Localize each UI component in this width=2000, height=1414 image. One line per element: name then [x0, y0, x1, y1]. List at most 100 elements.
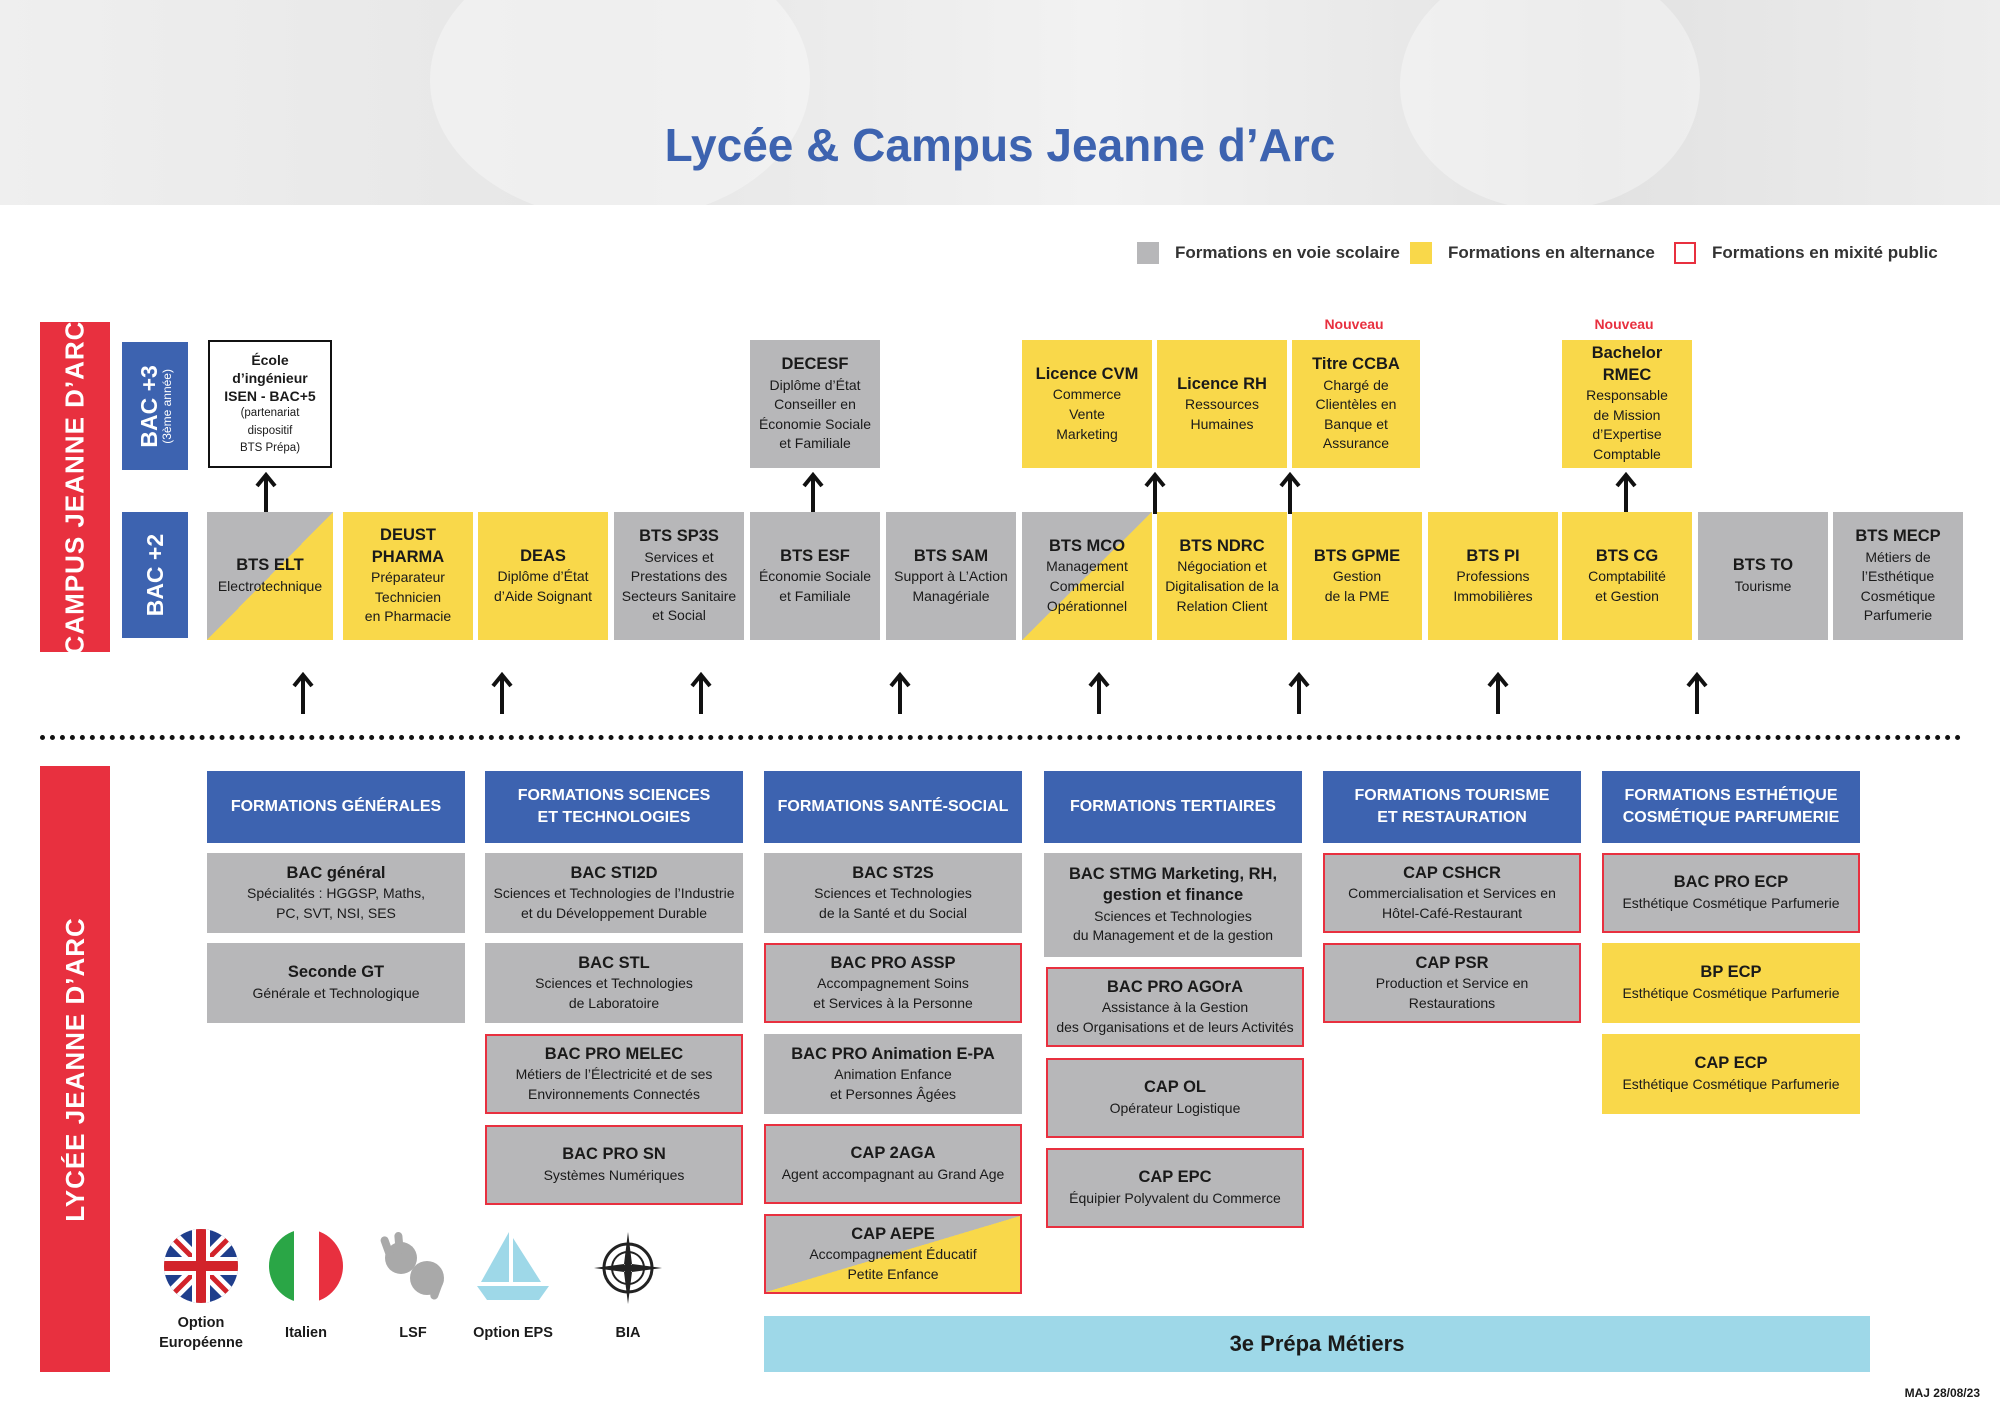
- formation-card-bts-mco[interactable]: BTS MCO Management Commercial Opérationn…: [1022, 512, 1152, 640]
- formation-card-bac-pro-assp[interactable]: BAC PRO ASSP Accompagnement Soins et Ser…: [764, 943, 1022, 1023]
- formation-card-bts-elt[interactable]: BTS ELT Electrotechnique: [207, 512, 333, 640]
- option-italien: Italien: [251, 1228, 361, 1344]
- card-name: Bachelor RMEC: [1591, 344, 1663, 384]
- formation-card-bac-pro-animation[interactable]: BAC PRO Animation E-PA Animation Enfance…: [764, 1034, 1022, 1114]
- formation-card-bac-pro-sn[interactable]: BAC PRO SN Systèmes Numériques: [485, 1125, 743, 1205]
- card-name: BAC STI2D: [570, 863, 658, 882]
- category-header-sante-social: FORMATIONS SANTÉ-SOCIAL: [764, 771, 1022, 843]
- card-desc: Tourisme: [1734, 577, 1792, 594]
- up-arrow-icon: [491, 672, 513, 714]
- level-bac3-label: BAC +3: [135, 364, 162, 448]
- formation-card-cap-ol[interactable]: CAP OL Opérateur Logistique: [1046, 1058, 1304, 1138]
- card-desc: Équipier Polyvalent du Commerce: [1069, 1189, 1281, 1206]
- card-name: Licence RH: [1177, 374, 1267, 393]
- uk-flag-icon: [164, 1229, 238, 1303]
- formation-card-bts-ndrc[interactable]: BTS NDRC Négociation et Digitalisation d…: [1157, 512, 1287, 640]
- up-arrow-icon: [1487, 672, 1509, 714]
- option-label: Option Européenne: [159, 1315, 243, 1351]
- card-name: CAP 2AGA: [850, 1144, 936, 1163]
- formation-card-cap-cshcr[interactable]: CAP CSHCR Commercialisation et Services …: [1323, 853, 1581, 933]
- lycee-label: LYCÉE JEANNE D’ARC: [59, 916, 90, 1222]
- card-name: École d’ingénieur ISEN - BAC+5: [224, 351, 316, 405]
- card-name: BTS CG: [1595, 546, 1659, 565]
- card-desc: Responsable de Mission d’Expertise Compt…: [1586, 387, 1668, 463]
- formation-card-cap-ecp[interactable]: CAP ECP Esthétique Cosmétique Parfumerie: [1602, 1034, 1860, 1114]
- formation-card-bac-st2s[interactable]: BAC ST2S Sciences et Technologies de la …: [764, 853, 1022, 933]
- card-desc: Sciences et Technologies de la Santé et …: [814, 885, 972, 921]
- up-arrow-icon: [802, 472, 824, 514]
- category-header-esthetique: FORMATIONS ESTHÉTIQUE COSMÉTIQUE PARFUME…: [1602, 771, 1860, 843]
- prepa-metiers-banner[interactable]: 3e Prépa Métiers: [764, 1316, 1870, 1372]
- option-bia: BIA: [573, 1228, 683, 1344]
- card-desc: Économie Sociale et Familiale: [758, 568, 872, 604]
- campus-label: CAMPUS JEANNE D’ARC: [59, 320, 90, 654]
- card-name: BAC PRO SN: [562, 1145, 666, 1164]
- legend-label: Formations en voie scolaire: [1175, 243, 1400, 262]
- formation-card-bts-pi[interactable]: BTS PI Professions Immobilières: [1428, 512, 1558, 640]
- formation-card-cap-aepe[interactable]: CAP AEPE Accompagnement Éducatif Petite …: [764, 1214, 1022, 1294]
- formation-card-bts-cg[interactable]: BTS CG Comptabilité et Gestion: [1562, 512, 1692, 640]
- formation-card-bts-sam[interactable]: BTS SAM Support à L’Action Managériale: [886, 512, 1016, 640]
- formation-card-isen[interactable]: École d’ingénieur ISEN - BAC+5 (partenar…: [208, 340, 332, 468]
- legend-label: Formations en mixité public: [1712, 243, 1938, 262]
- card-desc: Diplôme d’État d’Aide Soignant: [493, 568, 593, 604]
- section-separator: [40, 735, 1962, 740]
- up-arrow-icon: [1686, 672, 1708, 714]
- formation-card-bac-general[interactable]: BAC général Spécialités : HGGSP, Maths, …: [207, 853, 465, 933]
- card-desc: Services et Prestations des Secteurs San…: [621, 548, 737, 624]
- legend-swatch-grey: [1137, 242, 1159, 264]
- card-name: Titre CCBA: [1312, 355, 1400, 374]
- formation-card-bac-pro-ecp[interactable]: BAC PRO ECP Esthétique Cosmétique Parfum…: [1602, 853, 1860, 933]
- card-name: BAC PRO MELEC: [544, 1044, 684, 1063]
- card-name: BAC PRO AGOrA: [1107, 977, 1243, 996]
- page-title: Lycée & Campus Jeanne d’Arc: [664, 119, 1336, 171]
- card-name: BP ECP: [1700, 963, 1762, 982]
- formation-card-seconde-gt[interactable]: Seconde GT Générale et Technologique: [207, 943, 465, 1023]
- formation-card-cap-2aga[interactable]: CAP 2AGA Agent accompagnant au Grand Age: [764, 1124, 1022, 1204]
- nouveau-badge: Nouveau: [1594, 316, 1654, 332]
- card-desc: Assistance à la Gestion des Organisation…: [1056, 999, 1294, 1035]
- formation-card-bts-to[interactable]: BTS TO Tourisme: [1698, 512, 1828, 640]
- card-desc: Chargé de Clientèles en Banque et Assura…: [1315, 376, 1397, 452]
- card-desc: Support à L’Action Managériale: [894, 568, 1008, 604]
- category-header-tourisme: FORMATIONS TOURISME ET RESTAURATION: [1323, 771, 1581, 843]
- card-name: BAC STMG Marketing, RH, gestion et finan…: [1068, 864, 1278, 905]
- header-photo-band: [0, 0, 2000, 220]
- up-arrow-icon: [1088, 672, 1110, 714]
- card-desc: Ressources Humaines: [1185, 396, 1259, 432]
- formation-card-deust-pharma[interactable]: DEUST PHARMA Préparateur Technicien en P…: [343, 512, 473, 640]
- formation-card-bac-pro-agora[interactable]: BAC PRO AGOrA Assistance à la Gestion de…: [1046, 967, 1304, 1047]
- formation-card-bac-stmg[interactable]: BAC STMG Marketing, RH, gestion et finan…: [1044, 853, 1302, 957]
- legend-item-mixite: Formations en mixité public: [1674, 236, 1938, 270]
- formation-card-bac-stl[interactable]: BAC STL Sciences et Technologies de Labo…: [485, 943, 743, 1023]
- italy-flag-icon: [269, 1229, 343, 1303]
- card-desc: Commerce Vente Marketing: [1052, 386, 1122, 442]
- formation-card-bts-gpme[interactable]: BTS GPME Gestion de la PME: [1292, 512, 1422, 640]
- formation-card-titre-ccba[interactable]: Titre CCBA Chargé de Clientèles en Banqu…: [1292, 340, 1420, 468]
- formation-card-bts-mecp[interactable]: BTS MECP Métiers de l’Esthétique Cosméti…: [1833, 512, 1963, 640]
- formation-card-cap-epc[interactable]: CAP EPC Équipier Polyvalent du Commerce: [1046, 1148, 1304, 1228]
- formation-card-bachelor-rmec[interactable]: Bachelor RMEC Responsable de Mission d’E…: [1562, 340, 1692, 468]
- up-arrow-icon: [690, 672, 712, 714]
- card-desc: Comptabilité et Gestion: [1588, 568, 1666, 604]
- formation-card-cap-psr[interactable]: CAP PSR Production et Service en Restaur…: [1323, 943, 1581, 1023]
- card-desc: Diplôme d’État Conseiller en Économie So…: [758, 376, 872, 452]
- formation-card-decesf[interactable]: DECESF Diplôme d’État Conseiller en Écon…: [750, 340, 880, 468]
- photo-face-shape: [430, 0, 810, 220]
- sign-language-icon: [380, 1232, 444, 1300]
- card-desc: Métiers de l’Électricité et de ses Envir…: [515, 1066, 713, 1102]
- formation-card-bp-ecp[interactable]: BP ECP Esthétique Cosmétique Parfumerie: [1602, 943, 1860, 1023]
- nouveau-badge: Nouveau: [1324, 316, 1384, 332]
- formation-card-bac-sti2d[interactable]: BAC STI2D Sciences et Technologies de l’…: [485, 853, 743, 933]
- card-name: CAP OL: [1143, 1078, 1207, 1097]
- card-name: BTS SAM: [913, 546, 989, 565]
- formation-card-bts-sp3s[interactable]: BTS SP3S Services et Prestations des Sec…: [614, 512, 744, 640]
- card-name: BTS MCO: [1048, 536, 1126, 555]
- formation-card-bac-pro-melec[interactable]: BAC PRO MELEC Métiers de l’Électricité e…: [485, 1034, 743, 1114]
- formation-card-licence-cvm[interactable]: Licence CVM Commerce Vente Marketing: [1022, 340, 1152, 468]
- formation-card-deas[interactable]: DEAS Diplôme d’État d’Aide Soignant: [478, 512, 608, 640]
- card-desc: Sciences et Technologies du Management e…: [1072, 907, 1274, 944]
- legend-item-scolaire: Formations en voie scolaire: [1137, 236, 1400, 270]
- formation-card-licence-rh[interactable]: Licence RH Ressources Humaines: [1157, 340, 1287, 468]
- formation-card-bts-esf[interactable]: BTS ESF Économie Sociale et Familiale: [750, 512, 880, 640]
